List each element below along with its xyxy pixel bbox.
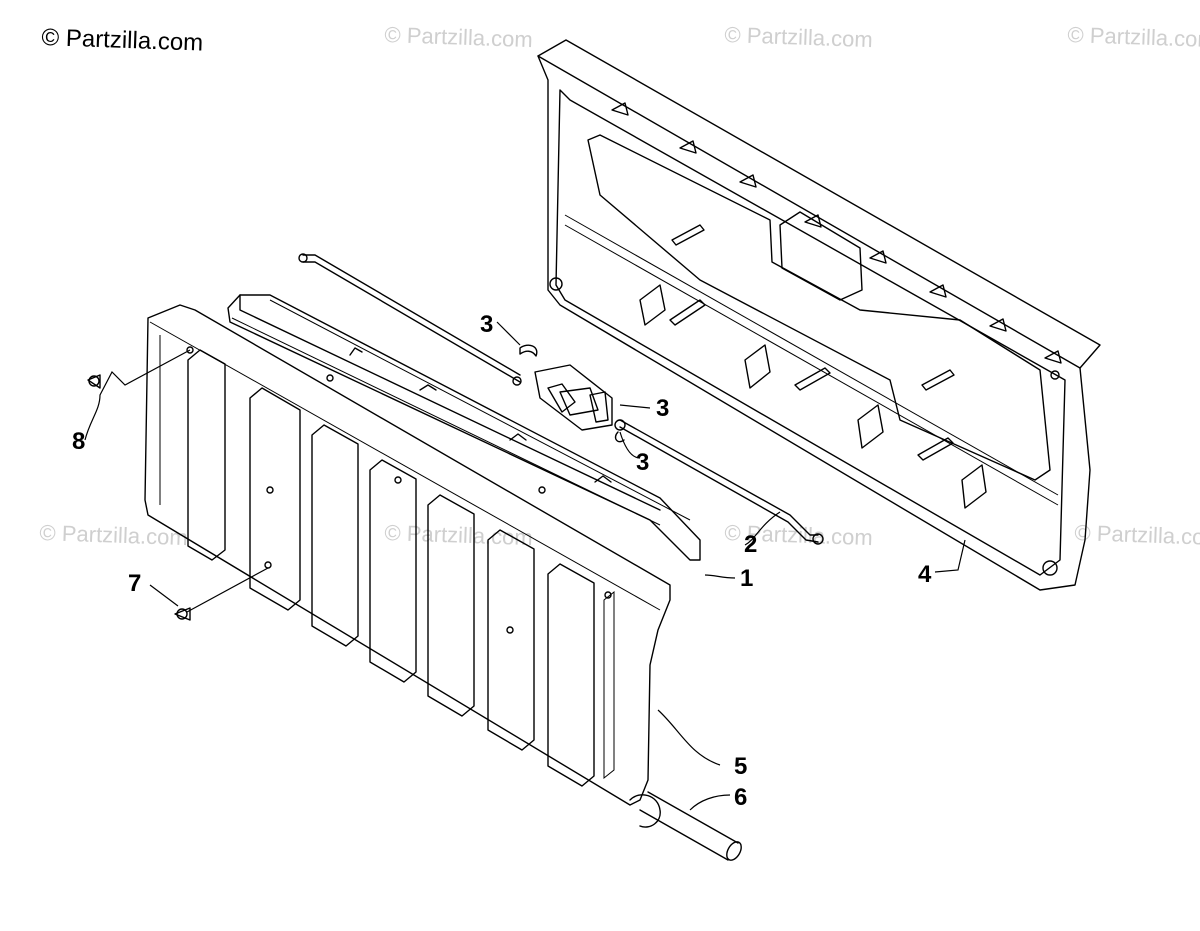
callout-3: 3 bbox=[656, 395, 669, 422]
callout-3: 3 bbox=[480, 311, 493, 338]
callout-2: 2 bbox=[744, 531, 757, 558]
callout-labels: 1 2 3 3 3 4 5 6 7 8 bbox=[72, 311, 932, 811]
callout-1: 1 bbox=[740, 565, 753, 592]
latch-mechanism bbox=[512, 344, 626, 443]
tailgate-shell bbox=[537, 39, 1101, 591]
copyright-text: © Partzilla.com bbox=[41, 24, 204, 57]
callout-3: 3 bbox=[636, 449, 649, 476]
callout-8: 8 bbox=[72, 428, 85, 455]
screw-8 bbox=[87, 374, 101, 389]
support-channel bbox=[227, 294, 701, 561]
screw-7 bbox=[174, 607, 191, 621]
latch-rod bbox=[298, 253, 824, 545]
leader-lines bbox=[84, 321, 966, 811]
callout-7: 7 bbox=[128, 570, 141, 597]
callout-5: 5 bbox=[734, 753, 747, 780]
hinge-rod bbox=[639, 791, 742, 861]
callout-6: 6 bbox=[734, 784, 747, 811]
callout-4: 4 bbox=[918, 561, 932, 588]
tailgate-inner-panel bbox=[144, 304, 671, 828]
